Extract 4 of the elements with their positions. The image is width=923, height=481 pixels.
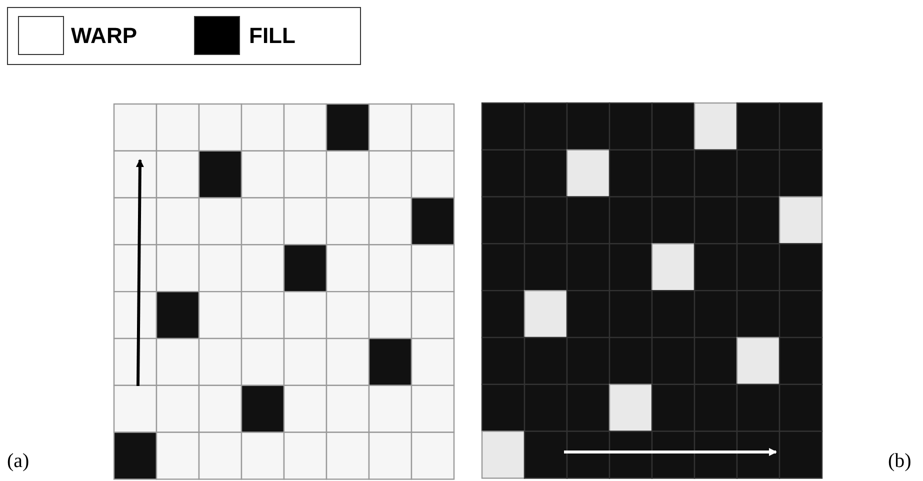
panel-label: (b) <box>888 449 912 473</box>
legend-label: WARP <box>71 23 137 49</box>
panel-label: (a) <box>7 449 30 473</box>
legend-label: FILL <box>249 23 296 49</box>
